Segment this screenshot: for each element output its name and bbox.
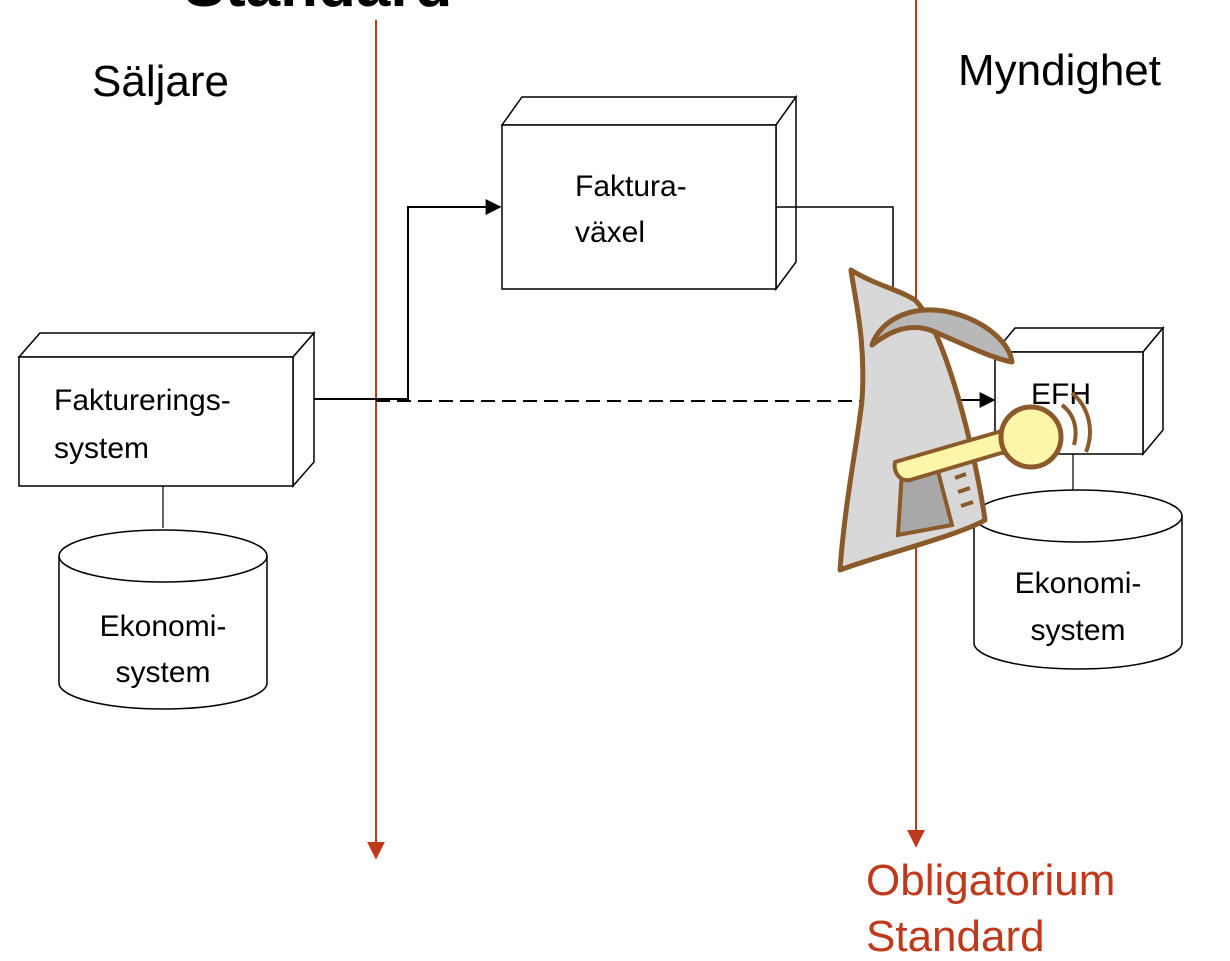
obligation-label-line2: Standard: [866, 912, 1045, 961]
authority-database-cylinder: Ekonomi- system: [973, 489, 1183, 670]
route-via-fakturavaxel: [314, 199, 502, 400]
fakturavaxel-box: Faktura- växel: [500, 94, 798, 292]
efh-box: EFH: [993, 325, 1165, 457]
faktureringssystem-label-line1: Fakturerings-: [54, 384, 231, 417]
faktureringssystem-box: Fakturerings- system: [17, 331, 316, 488]
authority-heading: Myndighet: [958, 46, 1161, 95]
authority-db-label-line1: Ekonomi-: [1015, 567, 1142, 600]
seller-database-cylinder: Ekonomi- system: [58, 529, 268, 710]
top-heading: Standard: [184, 0, 453, 20]
faktureringssystem-label-line2: system: [54, 432, 149, 465]
hand-with-key-clipart-icon: [837, 267, 1092, 573]
fakturavaxel-label-line1: Faktura-: [575, 170, 687, 203]
authority-db-label-line2: system: [1030, 614, 1125, 647]
fakturavaxel-label-line2: växel: [575, 216, 645, 249]
seller-db-label-line2: system: [115, 656, 210, 689]
seller-db-label-line1: Ekonomi-: [100, 610, 227, 643]
obligation-label-line1: Obligatorium: [866, 856, 1115, 905]
seller-heading: Säljare: [92, 57, 229, 106]
